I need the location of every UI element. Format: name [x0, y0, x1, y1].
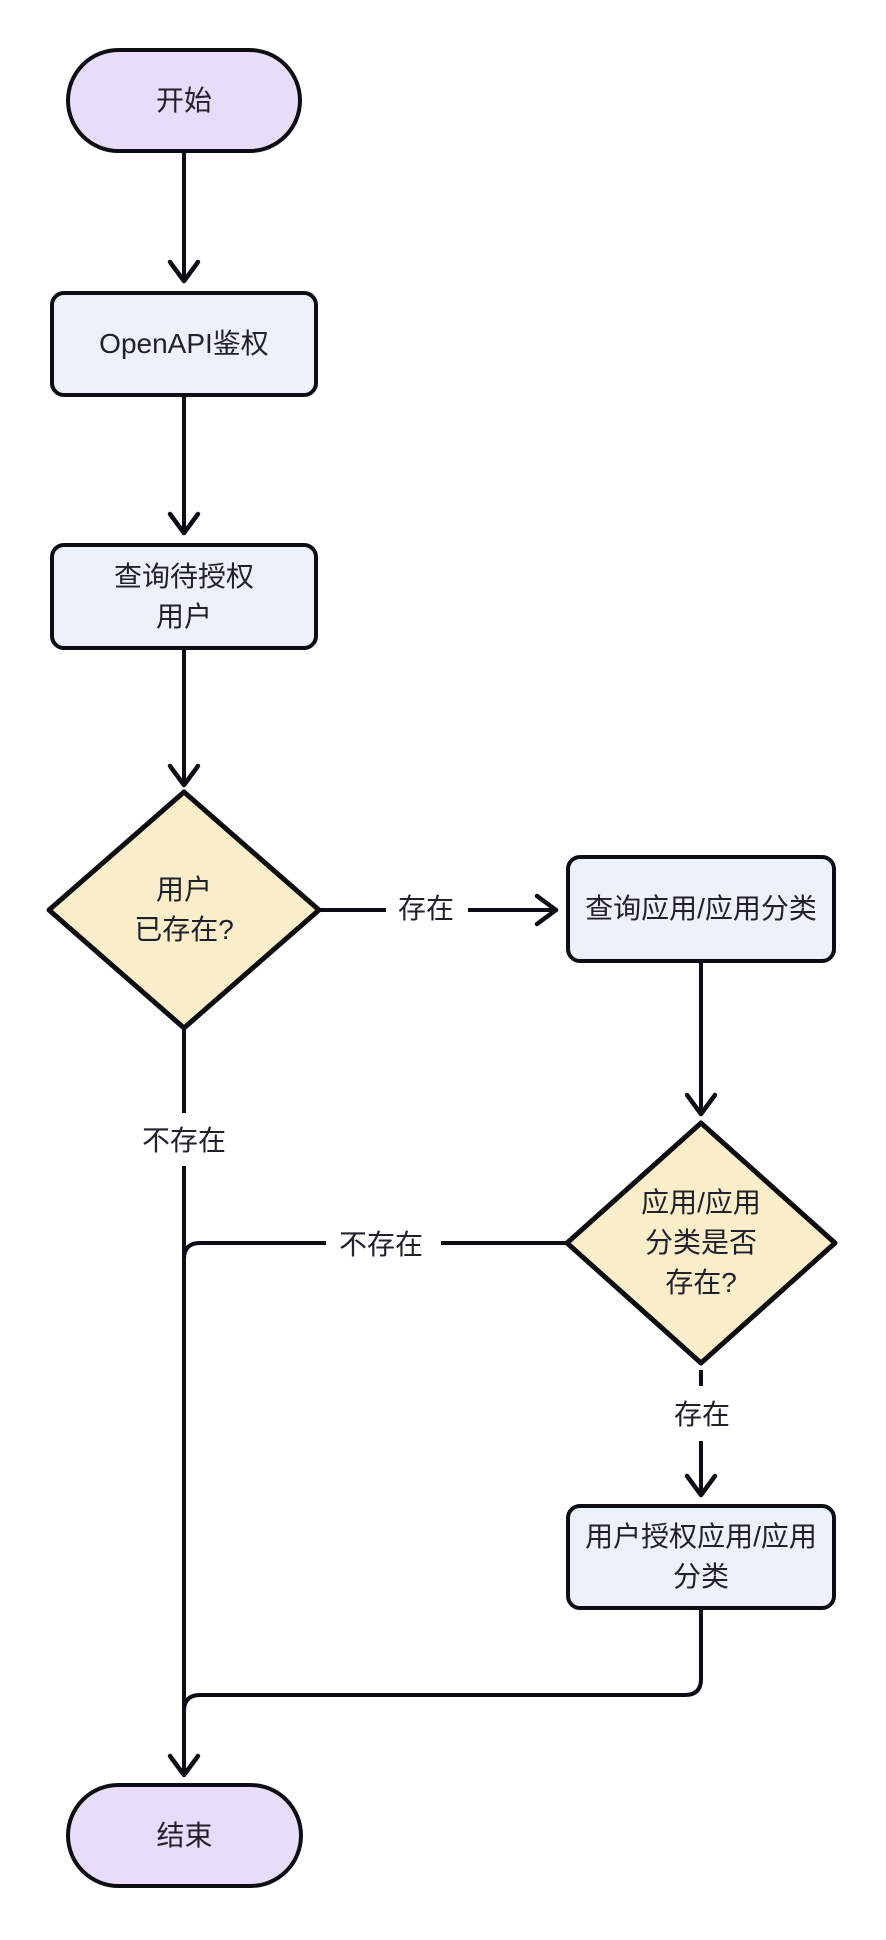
node-grant-app: 用户授权应用/应用 分类: [566, 1504, 836, 1610]
arrowhead-down-icon: [167, 511, 201, 536]
node-start-label: 开始: [155, 84, 212, 116]
edge-app-exists-no-b: [182, 1241, 326, 1260]
arrowhead-right-icon: [534, 893, 559, 927]
node-end-label: 结束: [156, 1819, 213, 1851]
node-query-pending-user: 查询待授权 用户: [50, 543, 318, 650]
decision-user-exists-shape: [46, 789, 322, 1031]
edge-label-user-exists-yes: 存在: [391, 891, 461, 927]
node-start: 开始: [66, 48, 302, 153]
arrowhead-down-icon: [167, 259, 201, 284]
node-openapi-auth: OpenAPI鉴权: [50, 291, 318, 397]
arrowhead-down-icon: [684, 1092, 718, 1117]
decision-app-exists-shape: [564, 1120, 838, 1366]
node-grant-app-line1: 用户授权应用/应用: [585, 1521, 817, 1552]
arrowhead-down-icon: [167, 1753, 201, 1778]
edge-label-app-exists-yes: 存在: [667, 1397, 737, 1433]
node-grant-app-line2: 分类: [672, 1561, 729, 1592]
arrowhead-down-icon: [167, 763, 201, 788]
arrowhead-down-icon: [684, 1473, 718, 1498]
node-query-app-label: 查询应用/应用分类: [585, 893, 817, 924]
node-query-pending-user-line2: 用户: [155, 600, 212, 632]
edge-label-user-exists-no: 不存在: [135, 1123, 233, 1159]
node-end: 结束: [66, 1783, 303, 1888]
edge-label-app-exists-no: 不存在: [332, 1227, 430, 1263]
node-query-app: 查询应用/应用分类: [566, 855, 836, 963]
node-openapi-auth-label: OpenAPI鉴权: [99, 328, 269, 359]
edge-grant-to-end: [182, 1610, 703, 1712]
node-query-pending-user-line1: 查询待授权: [113, 560, 254, 592]
